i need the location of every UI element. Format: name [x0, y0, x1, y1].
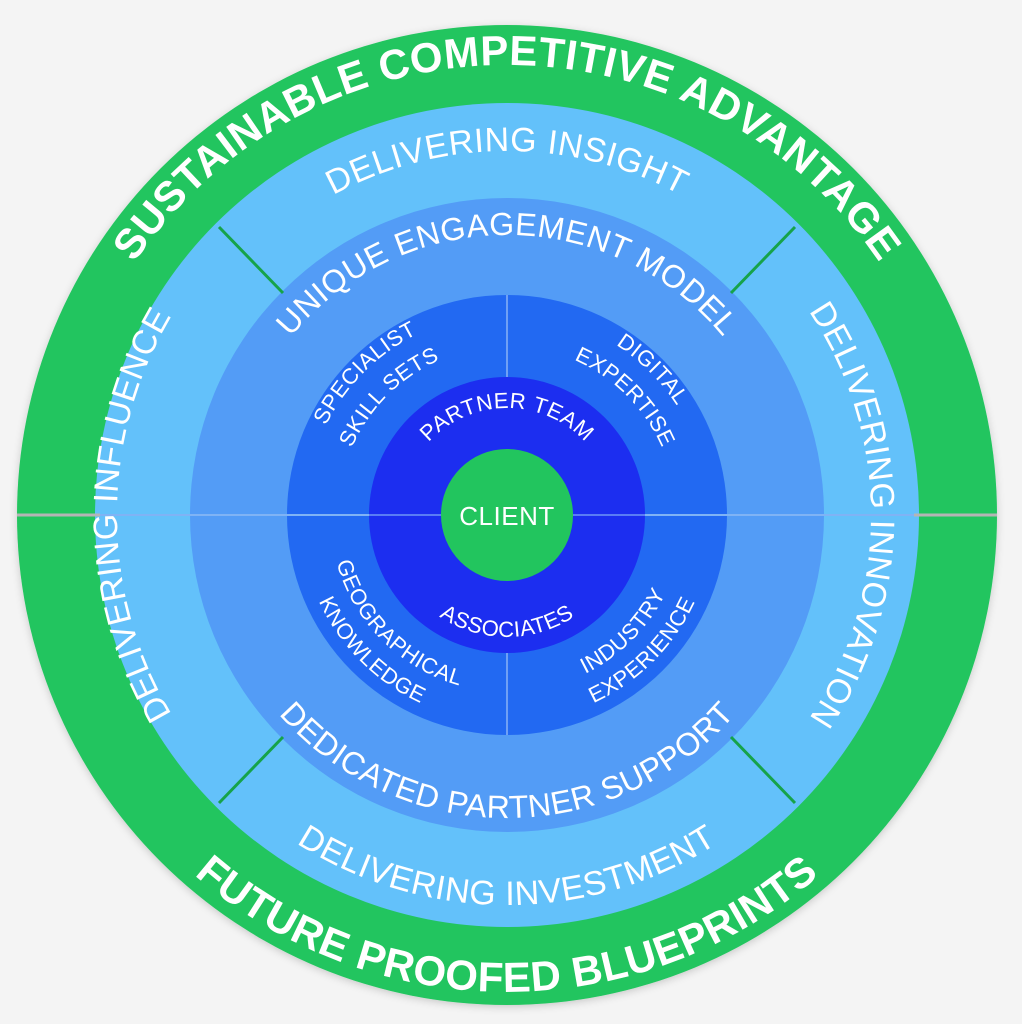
client-core	[441, 449, 573, 581]
delivering-divider-bl	[217, 735, 285, 805]
delivering-divider-tl	[217, 225, 285, 295]
delivering-divider-tr	[729, 225, 797, 295]
client-label: CLIENT	[459, 501, 554, 531]
delivering-divider-br	[729, 735, 797, 805]
